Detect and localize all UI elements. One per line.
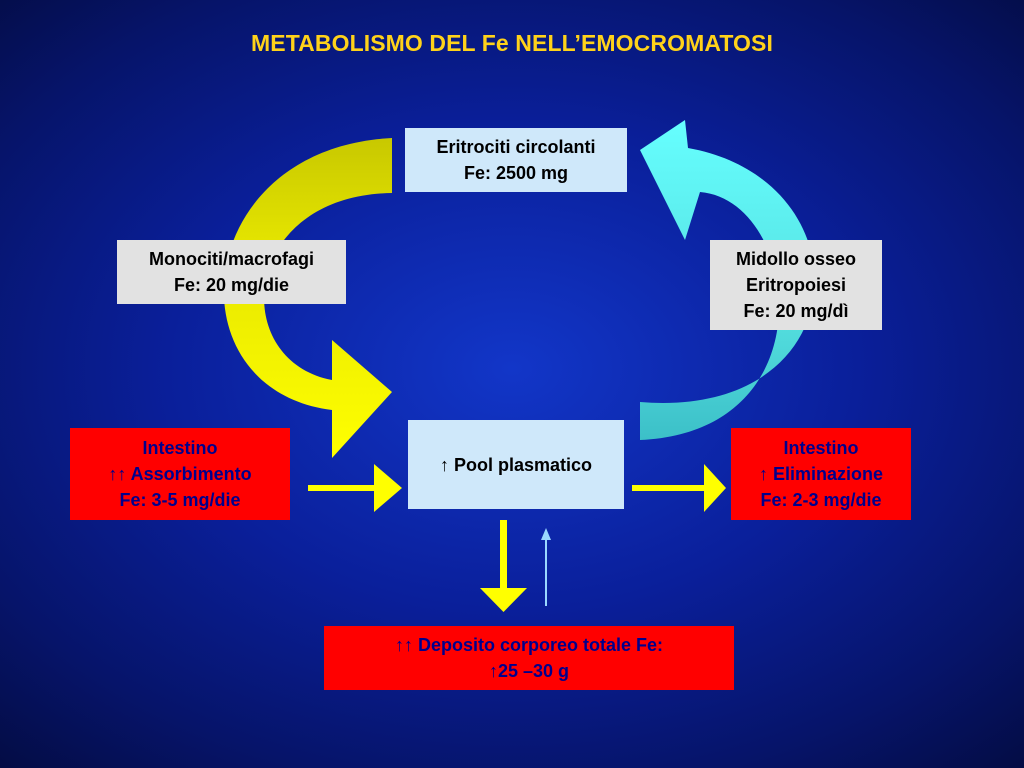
node-intestine-absorption: Intestino ↑↑ Assorbimento Fe: 3-5 mg/die [70,428,290,520]
node-elimination-line3: Fe: 2-3 mg/die [760,490,882,510]
node-elimination-line1: Intestino [783,438,859,458]
node-marrow-line1: Midollo osseo [735,249,856,269]
cyan-curved-arrow-icon [640,120,815,440]
node-elimination-line2: ↑ Eliminazione [758,464,884,484]
node-macrophages-line2: Fe: 20 mg/die [173,275,290,295]
node-absorption-line1: Intestino [142,438,218,458]
node-macrophages-line1: Monociti/macrofagi [148,249,314,269]
node-intestine-elimination: Intestino ↑ Eliminazione Fe: 2-3 mg/die [731,428,911,520]
node-erythrocytes-line1: Eritrociti circolanti [436,137,596,157]
absorption-arrow-icon [308,464,402,512]
elimination-arrow-icon [632,464,726,512]
node-erythrocytes-line2: Fe: 2500 mg [463,163,569,183]
release-arrow-icon [541,528,551,606]
node-pool-label: ↑ Pool plasmatico [439,454,593,475]
deposit-arrow-icon [480,520,527,612]
node-erythrocytes: Eritrociti circolanti Fe: 2500 mg [405,128,627,192]
node-plasma-pool: ↑ Pool plasmatico [408,420,624,509]
node-bone-marrow: Midollo osseo Eritropoiesi Fe: 20 mg/dì [710,240,882,330]
node-deposit-line2: ↑25 –30 g [488,661,570,681]
node-marrow-line2: Eritropoiesi [745,275,847,295]
node-absorption-line2: ↑↑ Assorbimento [108,464,252,484]
node-macrophages: Monociti/macrofagi Fe: 20 mg/die [117,240,346,304]
yellow-curved-arrow-icon [223,138,392,458]
slide-title: METABOLISMO DEL Fe NELL’EMOCROMATOSI [251,30,773,56]
node-body-deposit: ↑↑ Deposito corporeo totale Fe: ↑25 –30 … [324,626,734,690]
node-absorption-line3: Fe: 3-5 mg/die [119,490,241,510]
node-marrow-line3: Fe: 20 mg/dì [743,301,849,321]
node-deposit-line1: ↑↑ Deposito corporeo totale Fe: [394,635,664,655]
